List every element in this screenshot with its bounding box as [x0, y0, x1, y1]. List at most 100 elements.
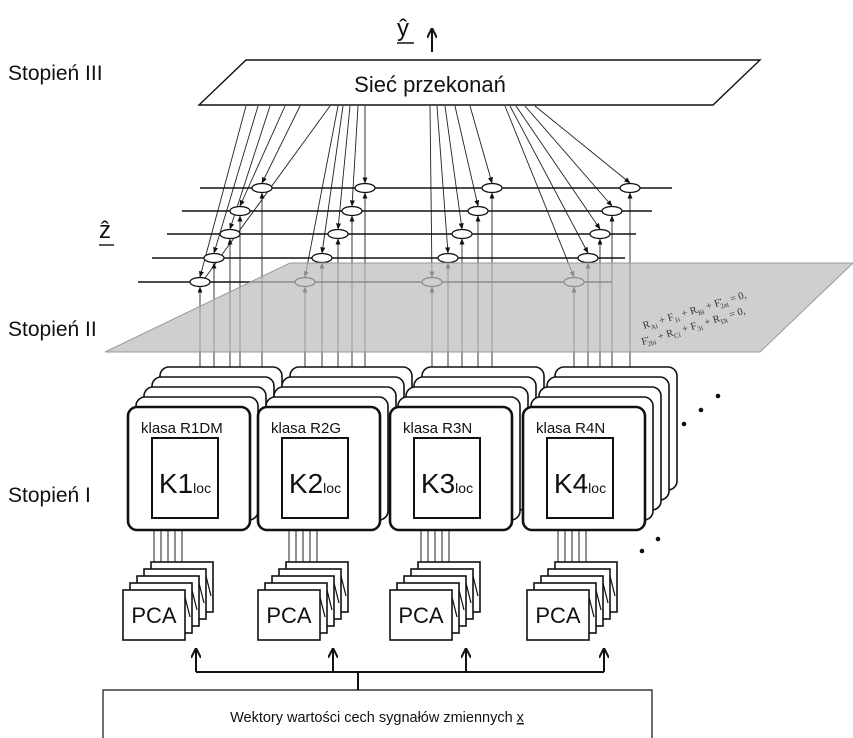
latent-node	[311, 252, 333, 264]
network-link	[199, 105, 247, 278]
classifier-stack-2: klasa R2G K2loc	[256, 366, 413, 532]
classifier-subscript: loc	[193, 480, 211, 496]
pca-stack-4: PCA	[526, 531, 618, 641]
equation-symbol: +	[656, 331, 665, 343]
classifier-name: K3loc	[421, 468, 473, 499]
network-links	[199, 105, 631, 279]
pca-layer-mark	[465, 582, 472, 604]
latent-node	[589, 228, 611, 240]
latent-node	[577, 252, 599, 264]
latent-node	[341, 205, 363, 217]
equation-subscript: Ai	[650, 322, 659, 332]
classifier-name: K1loc	[159, 468, 211, 499]
pca-layer-mark	[472, 575, 479, 597]
latent-node	[467, 205, 489, 217]
pca-layer-mark	[340, 575, 347, 597]
classifier-class-label: klasa R3N	[403, 420, 472, 437]
equation-subscript: 3i	[697, 324, 705, 333]
pca-box	[122, 589, 186, 641]
network-link	[524, 105, 613, 207]
plane-equation-1: RAi+F1i+RBi+F•2ai= 0,	[642, 290, 749, 334]
latent-node	[601, 205, 623, 217]
equation-symbol: +	[681, 323, 690, 335]
equation-superscript: •	[646, 335, 650, 341]
network-link	[349, 105, 359, 207]
equation-subscript: 2bi	[647, 338, 658, 348]
equation-subscript: Ci	[673, 331, 682, 341]
network-link	[261, 105, 301, 184]
output-symbol: ŷ	[397, 15, 409, 42]
network-link	[336, 105, 351, 230]
equation-variable: R	[665, 328, 675, 341]
input-vectors-box	[102, 689, 653, 738]
equation-subscript: 2ai	[719, 300, 730, 310]
classifier-subscript: loc	[588, 480, 606, 496]
pca-label: PCA	[535, 603, 581, 628]
pca-layer-mark	[595, 589, 602, 611]
pca-stack-1: PCA	[122, 531, 214, 641]
equation-variable: R	[642, 319, 652, 332]
equation-variable: F	[689, 321, 698, 333]
pca-layer-mark	[205, 575, 212, 597]
latent-node	[219, 228, 241, 240]
ellipsis-dot	[681, 421, 687, 427]
equation-subscript: Bi	[697, 308, 706, 318]
pca-layer-mark	[319, 596, 326, 618]
network-link	[515, 105, 601, 230]
input-vector-symbol: x	[517, 710, 525, 726]
equation-symbol: +	[703, 316, 712, 328]
stage-2-plane	[104, 262, 853, 353]
pca-box	[257, 589, 321, 641]
equation-variable: F	[666, 312, 675, 324]
network-link	[303, 105, 339, 278]
belief-network-box	[197, 59, 762, 106]
belief-network-label: Sieć przekonań	[354, 72, 506, 97]
classifier-core-box	[281, 437, 349, 519]
input-vectors-text: Wektory wartości cech sygnałów zmiennych	[230, 710, 513, 726]
equation-symbol: +	[705, 300, 714, 312]
classifier-subscript: loc	[455, 480, 473, 496]
equation-variable: F	[640, 336, 649, 348]
classifier-class-label: klasa R4N	[536, 420, 605, 437]
pca-layer-mark	[602, 582, 609, 604]
equation-subscript: 1i	[674, 315, 682, 324]
classifier-class-label: klasa R2G	[271, 420, 341, 437]
latent-node	[251, 182, 273, 194]
equation-variable: R	[712, 314, 722, 327]
equation-symbol: = 0,	[728, 306, 747, 321]
latent-node	[354, 182, 376, 194]
plane-equation-2: F•2bi+RCi+F3i+RDi= 0,	[640, 306, 747, 350]
equation-symbol: = 0,	[729, 290, 748, 305]
pca-layer-mark	[458, 589, 465, 611]
plane-equations: RAi+F1i+RBi+F•2ai= 0,F•2bi+RCi+F3i+RDi= …	[640, 290, 749, 350]
pca-layer-mark	[184, 596, 191, 618]
network-link	[436, 105, 451, 254]
pca-layer-mark	[326, 589, 333, 611]
pca-box	[389, 589, 453, 641]
network-link	[444, 105, 464, 230]
latent-node	[327, 228, 349, 240]
ellipsis-dot	[655, 536, 661, 542]
classifier-core-box	[151, 437, 219, 519]
classifier-id: K2	[289, 468, 323, 499]
stage-1-label: Stopień I	[8, 484, 91, 507]
network-link	[469, 105, 493, 184]
pca-layer-mark	[333, 582, 340, 604]
ellipsis-dot	[715, 393, 721, 399]
network-link	[534, 105, 631, 184]
equation-superscript: •	[719, 297, 723, 303]
classifier-id: K1	[159, 468, 193, 499]
classifier-core-box	[546, 437, 614, 519]
pca-stack-2: PCA	[257, 531, 349, 641]
network-link	[454, 105, 480, 207]
latent-node	[229, 205, 251, 217]
input-bus	[196, 650, 604, 690]
classifier-name: K2loc	[289, 468, 341, 499]
network-link	[239, 105, 286, 207]
equation-symbol: +	[680, 308, 689, 320]
